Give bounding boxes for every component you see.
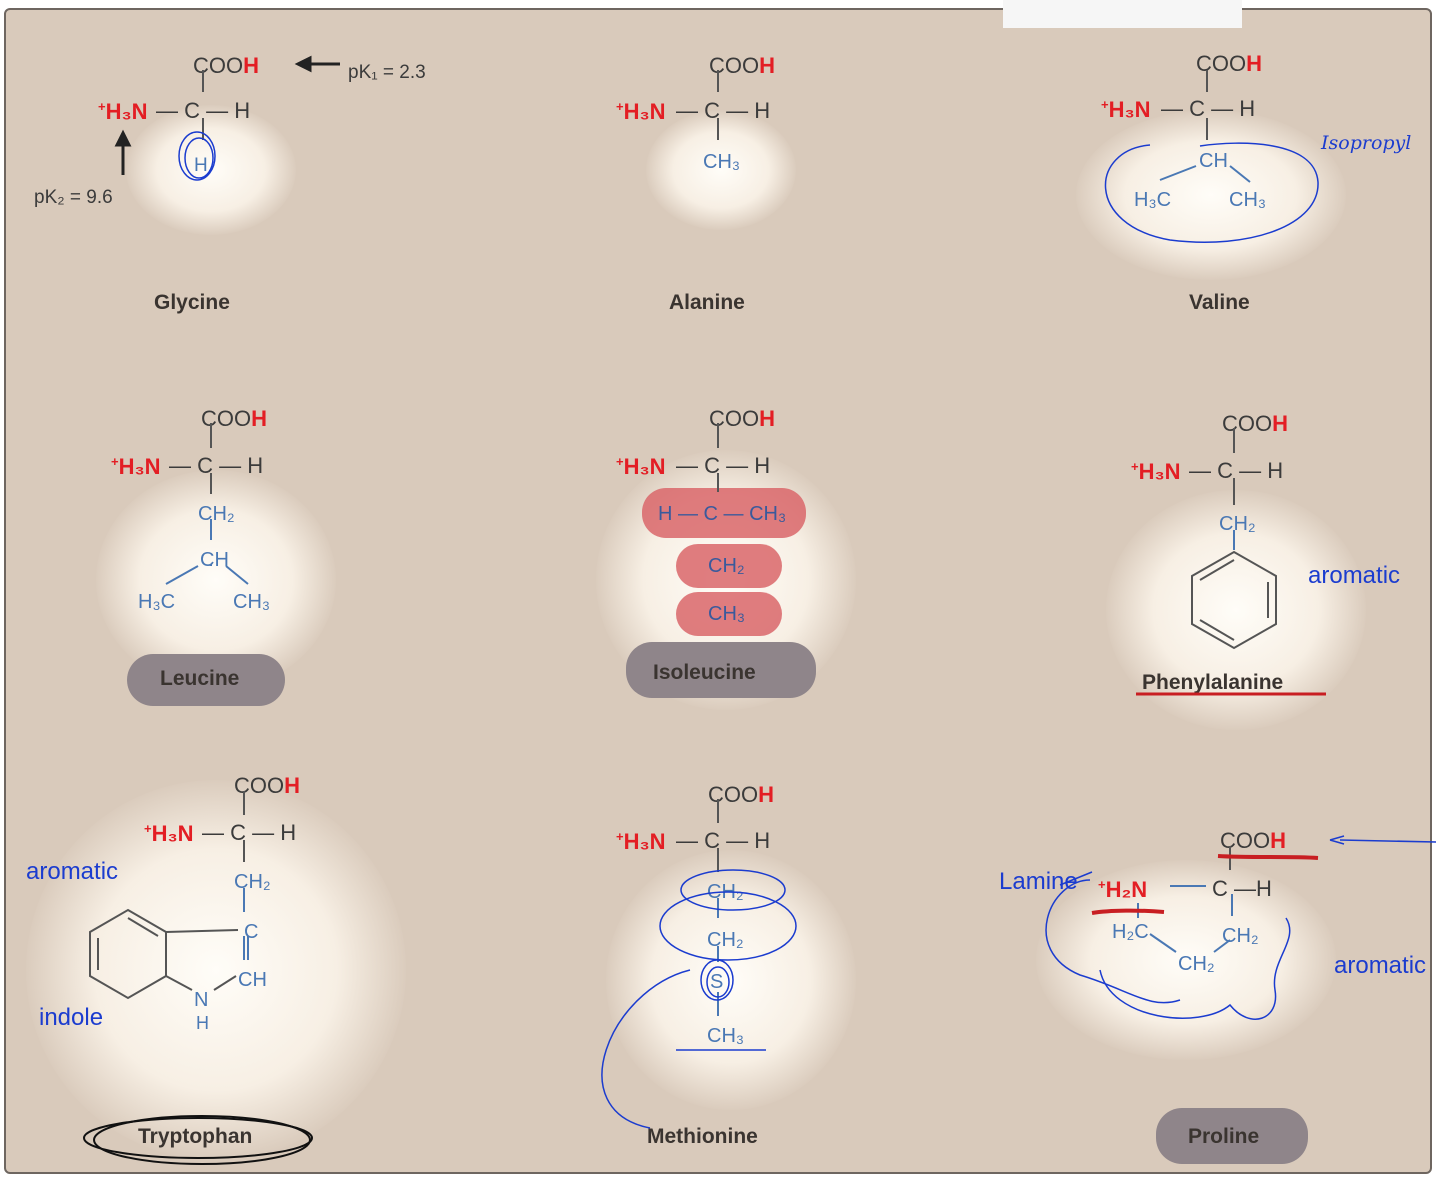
alanine-side-chain: CH₃ <box>703 151 741 173</box>
leucine-name: Leucine <box>160 667 240 690</box>
isoleucine-highlight-2 <box>676 544 782 588</box>
alanine-name: Alanine <box>669 291 745 314</box>
leucine-ch3: CH₃ <box>233 591 271 613</box>
phenylalanine-annotation: aromatic <box>1308 562 1401 589</box>
isoleucine-row1: H — C — CH₃ <box>658 503 787 525</box>
glycine-pk1: pK₁ = 2.3 <box>348 62 426 83</box>
methionine-name: Methionine <box>647 1125 758 1148</box>
tryptophan-ch: CH <box>238 969 267 991</box>
valine-ch: CH <box>1199 150 1228 172</box>
methionine-ch2-b: CH₂ <box>707 929 744 951</box>
isoleucine-highlight-3 <box>676 592 782 636</box>
glow-glycine <box>126 105 296 235</box>
leucine-carboxyl: COOH <box>201 406 268 431</box>
tryptophan-h: H <box>196 1013 209 1033</box>
tryptophan-amine: +H₃N <box>144 821 194 846</box>
glycine-amine: +H₃N <box>98 99 148 124</box>
methionine-ch3: CH₃ <box>707 1025 745 1047</box>
proline-name-highlight <box>1156 1108 1308 1164</box>
alanine-amine: +H₃N <box>616 99 666 124</box>
isoleucine-ch2: CH₂ <box>708 555 745 577</box>
methionine-alpha: — C — H <box>676 828 771 853</box>
isoleucine-carboxyl: COOH <box>709 406 776 431</box>
tryptophan-annotation-aromatic: aromatic <box>26 858 119 885</box>
glow-valine <box>1076 110 1346 280</box>
glow-leucine <box>96 470 336 690</box>
proline-name: Proline <box>1188 1125 1260 1148</box>
methionine-amine: +H₃N <box>616 829 666 854</box>
alanine-carboxyl: COOH <box>709 53 776 78</box>
phenylalanine-name: Phenylalanine <box>1142 671 1284 694</box>
proline-carboxyl: COOH <box>1220 828 1287 853</box>
glycine-pk2: pK₂ = 9.6 <box>34 187 113 208</box>
proline-ch2-b: CH₂ <box>1178 953 1215 975</box>
diagram-frame: COOH +H₃N — C — H H pK₁ = 2.3 pK₂ = 9.6 … <box>4 8 1432 1174</box>
proline-h2c: H₂C <box>1112 921 1149 943</box>
tryptophan-ch2: CH₂ <box>234 871 271 893</box>
valine-name: Valine <box>1189 291 1250 314</box>
phenylalanine-ch2: CH₂ <box>1219 513 1256 535</box>
leucine-amine: +H₃N <box>111 454 161 479</box>
isoleucine-highlight-1 <box>642 488 806 538</box>
methionine-carboxyl: COOH <box>708 782 775 807</box>
isoleucine-name: Isoleucine <box>653 661 756 684</box>
glycine-name: Glycine <box>154 291 230 314</box>
proline-ch2-a: CH₂ <box>1222 925 1259 947</box>
valine-annotation: Isopropyl <box>1321 132 1412 154</box>
proline-annotation-amine: Lamine <box>999 868 1078 895</box>
tryptophan-alpha: — C — H <box>202 820 297 845</box>
blank-label-box <box>1003 0 1242 28</box>
isoleucine-amine: +H₃N <box>616 454 666 479</box>
isoleucine-name-highlight <box>626 642 816 698</box>
leucine-highlight <box>127 654 285 706</box>
leucine-ch2: CH₂ <box>198 503 235 525</box>
alanine-alpha: — C — H <box>676 98 771 123</box>
proline-alpha: C —H <box>1212 876 1272 901</box>
tryptophan-name: Tryptophan <box>138 1125 253 1148</box>
valine-amine: +H₃N <box>1101 97 1151 122</box>
glycine-carboxyl: COOH <box>193 53 260 78</box>
valine-alpha: — C — H <box>1161 96 1256 121</box>
tryptophan-carboxyl: COOH <box>234 773 301 798</box>
tryptophan-c: C <box>244 921 259 943</box>
valine-ch3: CH₃ <box>1229 189 1267 211</box>
glycine-alpha: — C — H <box>156 98 251 123</box>
proline-annotation-aromatic: aromatic <box>1334 952 1427 979</box>
tryptophan-n: N <box>194 989 209 1011</box>
isoleucine-alpha: — C — H <box>676 453 771 478</box>
tryptophan-annotation-indole: indole <box>39 1004 104 1031</box>
glycine-side-chain: H <box>194 155 208 176</box>
methionine-s: S <box>710 971 724 993</box>
isoleucine-ch3: CH₃ <box>708 603 746 625</box>
phenylalanine-carboxyl: COOH <box>1222 411 1289 436</box>
leucine-ch: CH <box>200 549 229 571</box>
valine-h3c: H₃C <box>1134 189 1172 211</box>
proline-amine: +H₂N <box>1098 877 1148 902</box>
valine-carboxyl: COOH <box>1196 51 1263 76</box>
glow-alanine <box>646 110 796 230</box>
leucine-h3c: H₃C <box>138 591 176 613</box>
methionine-ch2-a: CH₂ <box>707 881 744 903</box>
leucine-alpha: — C — H <box>169 453 264 478</box>
phenylalanine-amine: +H₃N <box>1131 459 1181 484</box>
phenylalanine-alpha: — C — H <box>1189 458 1284 483</box>
